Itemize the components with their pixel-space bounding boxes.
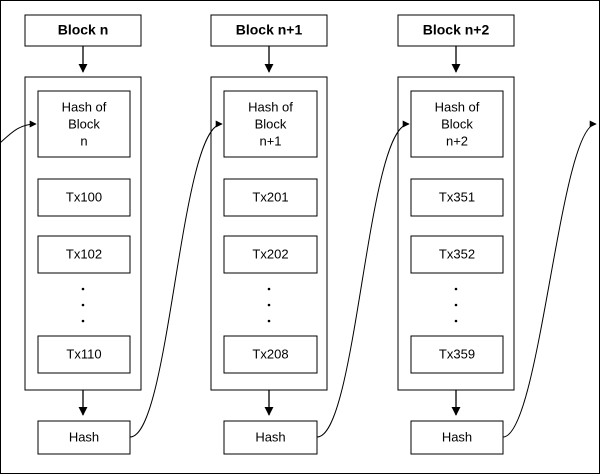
- block-1-prev-hash-line-3: n: [80, 133, 87, 148]
- link-into-block-1: [0, 120, 37, 144]
- block-1-tx-3: Tx110: [66, 346, 101, 361]
- block-2-prev-hash-box: [223, 90, 318, 158]
- block-1-tx-1: Tx100: [66, 189, 102, 204]
- block-1-tx-box-1: [37, 178, 131, 217]
- block-2-ellipsis-dot-2: [267, 303, 271, 307]
- block-1-ellipsis-dot-2: [81, 303, 85, 307]
- block-2-ellipsis-dot-1: [267, 287, 271, 291]
- block-3-tx-box-2: [410, 235, 504, 274]
- block-2-tx-box-1: [223, 178, 318, 217]
- link-block-3-to-next: [502, 120, 597, 438]
- block-2-tx-box-3: [223, 335, 318, 374]
- block-3-tx-3: Tx359: [439, 346, 475, 361]
- block-1-prev-hash-line-1: Hash of: [62, 99, 107, 114]
- block-3-title: Block n+2: [423, 22, 490, 38]
- block-1-ellipsis-dot-3: [81, 319, 85, 323]
- block-2-tx-1: Tx201: [252, 189, 288, 204]
- block-2-prev-hash-line-1: Hash of: [248, 99, 293, 114]
- block-2-title: Block n+1: [236, 22, 303, 38]
- block-3-prev-hash-line-2: Block: [441, 116, 473, 131]
- block-3-prev-hash-line-1: Hash of: [435, 99, 480, 114]
- block-3-prev-hash-box: [410, 90, 504, 158]
- block-1-tx-box-2: [37, 235, 131, 274]
- link-block-1-to-2: [129, 120, 223, 438]
- block-1-ellipsis-dot-1: [81, 287, 85, 291]
- block-3-tx-box-3: [410, 335, 504, 374]
- block-3-ellipsis-dot-2: [454, 303, 458, 307]
- block-2-ellipsis-dot-3: [267, 319, 271, 323]
- block-1-hash-label: Hash: [69, 429, 99, 444]
- block-3-prev-hash-line-3: n+2: [446, 133, 468, 148]
- block-2-tx-3: Tx208: [252, 346, 288, 361]
- block-1-prev-hash-line-2: Block: [68, 116, 100, 131]
- block-2-tx-2: Tx202: [252, 246, 288, 261]
- block-2-hash-label: Hash: [255, 429, 285, 444]
- block-1-tx-2: Tx102: [66, 246, 102, 261]
- block-3-ellipsis-dot-3: [454, 319, 458, 323]
- block-3-hash-label: Hash: [442, 429, 472, 444]
- link-block-2-to-3: [316, 120, 410, 438]
- block-1-tx-box-3: [37, 335, 131, 374]
- block-2-prev-hash-line-3: n+1: [259, 133, 281, 148]
- block-2-prev-hash-line-2: Block: [255, 116, 287, 131]
- block-3-tx-box-1: [410, 178, 504, 217]
- block-3-ellipsis-dot-1: [454, 287, 458, 291]
- block-1-prev-hash-box: [37, 90, 131, 158]
- block-3-tx-2: Tx352: [439, 246, 475, 261]
- block-3-tx-1: Tx351: [439, 189, 475, 204]
- block-1-title: Block n: [58, 22, 109, 38]
- block-2-tx-box-2: [223, 235, 318, 274]
